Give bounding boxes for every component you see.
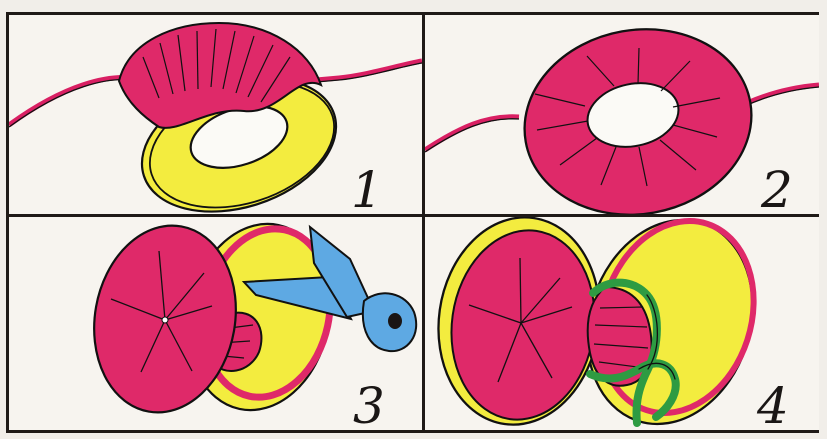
instruction-frame: 1 2	[6, 12, 819, 433]
step-2-number: 2	[761, 165, 793, 215]
step-4-number: 4	[757, 381, 789, 430]
step-2-panel: 2	[425, 15, 819, 217]
step-2-illustration	[425, 15, 819, 214]
step-1-panel: 1	[9, 15, 425, 217]
step-3-number: 3	[353, 381, 385, 430]
step-4-panel: 4	[425, 217, 819, 430]
step-3-panel: 3	[9, 217, 425, 430]
step-1-number: 1	[351, 165, 383, 215]
